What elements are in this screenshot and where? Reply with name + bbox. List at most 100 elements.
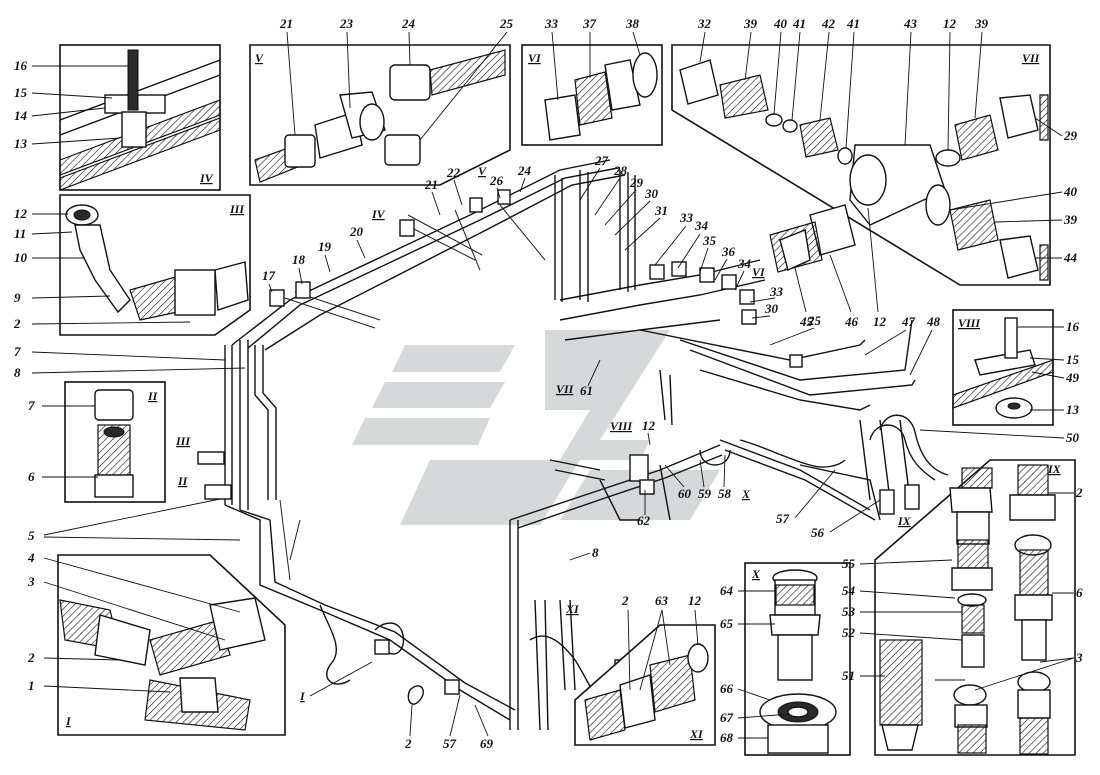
- callout-49: 49: [1065, 370, 1080, 385]
- callout-33c: 33: [769, 284, 784, 299]
- callout-22: 22: [446, 165, 461, 180]
- callout-39b: 39: [974, 16, 989, 31]
- callout-6: 6: [28, 469, 35, 484]
- detail-view-XI: XI: [574, 624, 716, 746]
- detail-view-II: II: [64, 381, 166, 503]
- callout-40b: 40: [1063, 184, 1078, 199]
- detail-view-IX: IX: [874, 459, 1076, 756]
- callout-65: 65: [720, 616, 734, 631]
- callout-2b: 2: [27, 650, 35, 665]
- callout-6b: 6: [1076, 585, 1083, 600]
- callout-3: 3: [27, 574, 35, 589]
- callout-50: 50: [1066, 430, 1080, 445]
- callout-58: 58: [718, 486, 732, 501]
- view-label-V: V: [255, 51, 264, 65]
- callout-1: 1: [28, 678, 35, 693]
- watermark-logo: [352, 330, 720, 525]
- callout-16b: 16: [1066, 319, 1080, 334]
- callout-62: 62: [637, 513, 651, 528]
- callout-44: 44: [1063, 250, 1078, 265]
- callout-13: 13: [14, 136, 28, 151]
- callout-14: 14: [14, 108, 28, 123]
- marker-III: III: [175, 434, 191, 448]
- callout-21: 21: [279, 16, 293, 31]
- callout-31: 31: [654, 203, 668, 218]
- marker-II: II: [177, 474, 189, 488]
- callout-34: 34: [694, 218, 709, 233]
- callout-21b: 21: [424, 177, 438, 192]
- callout-29b: 29: [629, 175, 644, 190]
- main-pipe-assembly: [197, 159, 949, 731]
- callout-18: 18: [292, 252, 306, 267]
- callout-2d: 2: [621, 593, 629, 608]
- callout-5: 5: [28, 528, 35, 543]
- callout-42: 42: [821, 16, 836, 31]
- view-label-XI: XI: [689, 727, 704, 741]
- callout-45: 45: [799, 314, 814, 329]
- callout-52: 52: [842, 625, 856, 640]
- callout-43: 43: [903, 16, 918, 31]
- marker-XI: XI: [565, 602, 580, 616]
- marker-V: V: [478, 164, 487, 178]
- detail-view-III: III: [59, 194, 251, 336]
- callout-47: 47: [901, 314, 916, 329]
- marker-VII: VII: [556, 382, 575, 396]
- detail-view-V: V: [249, 44, 511, 186]
- callout-46: 46: [844, 314, 859, 329]
- callout-55: 55: [842, 556, 856, 571]
- callout-15b: 15: [1066, 352, 1080, 367]
- detail-view-VI: VI: [521, 44, 663, 146]
- callout-2: 2: [13, 316, 21, 331]
- callout-29: 29: [1063, 128, 1078, 143]
- callout-4: 4: [27, 550, 35, 565]
- view-label-IX: IX: [1047, 462, 1062, 476]
- callout-60: 60: [678, 486, 692, 501]
- callout-56: 56: [811, 525, 825, 540]
- callout-33b: 33: [679, 210, 694, 225]
- callout-35: 35: [702, 233, 717, 248]
- callout-15: 15: [14, 85, 28, 100]
- callout-59: 59: [698, 486, 712, 501]
- callout-3b: 3: [1075, 650, 1083, 665]
- callout-40: 40: [773, 16, 788, 31]
- view-label-IV: IV: [199, 171, 214, 185]
- callout-39: 39: [743, 16, 758, 31]
- detail-view-VIII: VIII: [952, 309, 1054, 426]
- callout-54: 54: [842, 583, 856, 598]
- callout-41b: 41: [846, 16, 860, 31]
- callout-28: 28: [613, 163, 628, 178]
- view-label-VI: VI: [528, 51, 542, 65]
- callout-53: 53: [842, 604, 856, 619]
- detail-view-VII: VII: [671, 44, 1051, 286]
- callout-61: 61: [580, 383, 593, 398]
- view-label-VIII: VIII: [958, 316, 981, 330]
- callout-32: 32: [697, 16, 712, 31]
- callout-12e: 12: [688, 593, 702, 608]
- marker-VIII: VIII: [610, 419, 633, 433]
- callout-13b: 13: [1066, 402, 1080, 417]
- callout-2e: 2: [1075, 485, 1083, 500]
- callout-16: 16: [14, 58, 28, 73]
- callout-48: 48: [926, 314, 941, 329]
- callout-10: 10: [14, 250, 28, 265]
- callout-25b: 25: [807, 313, 822, 328]
- callout-69: 69: [480, 736, 494, 751]
- callout-8b: 8: [592, 545, 599, 560]
- marker-VI: VI: [752, 265, 766, 279]
- marker-I: I: [299, 689, 306, 703]
- callout-67: 67: [720, 710, 734, 725]
- callout-12d: 12: [642, 418, 656, 433]
- callout-30b: 30: [764, 301, 779, 316]
- view-label-III: III: [229, 202, 245, 216]
- detail-view-I: I: [57, 554, 286, 736]
- callout-24b: 24: [517, 163, 532, 178]
- callout-19: 19: [318, 239, 332, 254]
- callout-17: 17: [262, 268, 276, 283]
- callout-41: 41: [792, 16, 806, 31]
- view-label-X: X: [751, 567, 761, 581]
- view-label-II: II: [147, 389, 159, 403]
- view-label-I: I: [65, 714, 72, 728]
- callout-25: 25: [499, 16, 514, 31]
- detail-view-X: X: [744, 562, 851, 756]
